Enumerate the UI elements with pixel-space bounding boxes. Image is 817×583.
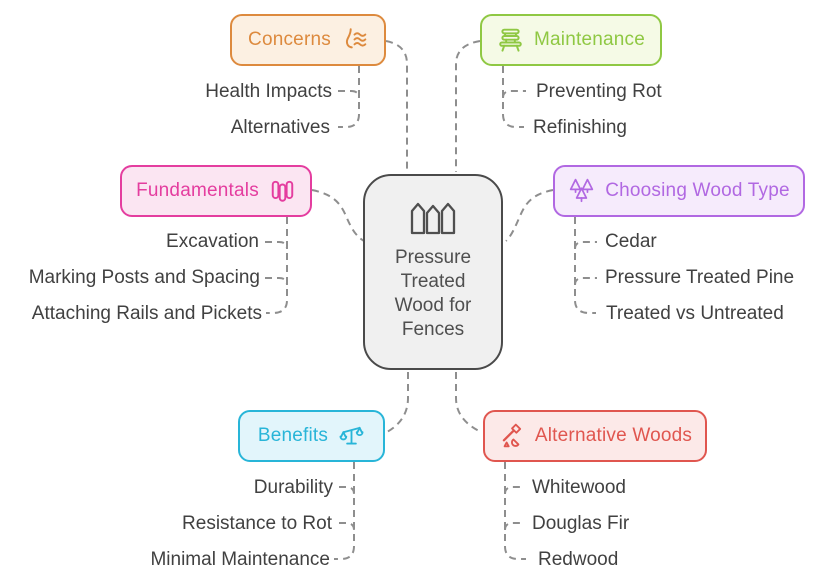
stub-whitewood (504, 486, 524, 495)
child-pressure-treated-pine[interactable]: Pressure Treated Pine (605, 267, 795, 288)
child-douglas-fir[interactable]: Douglas Fir (532, 513, 630, 534)
connector-center-altwoods (455, 372, 482, 433)
branch-label-fundamentals: Fundamentals (136, 180, 259, 201)
child-durability[interactable]: Durability (253, 477, 333, 498)
branch-label-maintenance: Maintenance (534, 29, 645, 50)
stub-durability (339, 486, 355, 495)
child-minimal-maintenance[interactable]: Minimal Maintenance (150, 549, 330, 570)
child-redwood[interactable]: Redwood (538, 549, 619, 570)
spine-altwoods (504, 462, 526, 560)
fence-icon (410, 202, 456, 235)
branch-node-choosing-wood-type[interactable]: Choosing Wood Type (553, 165, 805, 217)
stub-marking-posts (265, 277, 288, 286)
axe-icon (502, 423, 521, 448)
child-health-impacts[interactable]: Health Impacts (205, 81, 332, 102)
stub-douglas-fir (504, 522, 524, 531)
stub-resistance-rot (339, 522, 355, 531)
branch-node-alternative-woods[interactable]: Alternative Woods (483, 410, 707, 462)
child-marking-posts[interactable]: Marking Posts and Spacing (28, 267, 260, 288)
connector-concerns-center (385, 40, 408, 172)
connector-fundamentals-center (311, 189, 365, 242)
scale-icon (339, 426, 364, 445)
stub-pressure-treated-pine (574, 277, 597, 286)
branch-node-maintenance[interactable]: Maintenance (480, 14, 662, 66)
spine-benefits (334, 462, 355, 560)
bench-icon (499, 28, 522, 52)
branch-label-concerns: Concerns (248, 29, 331, 50)
stub-excavation (265, 241, 288, 250)
child-attaching-rails[interactable]: Attaching Rails and Pickets (31, 303, 262, 324)
child-refinishing[interactable]: Refinishing (533, 117, 627, 138)
center-node[interactable]: Pressure Treated Wood for Fences (363, 174, 503, 370)
connector-choosing-center (505, 189, 554, 242)
stub-preventing-rot (502, 90, 526, 99)
branch-node-concerns[interactable]: Concerns (230, 14, 386, 66)
child-whitewood[interactable]: Whitewood (532, 477, 626, 498)
spine-fundamentals (266, 217, 288, 314)
branch-label-choosing-wood-type: Choosing Wood Type (605, 180, 790, 201)
connector-maintenance-center (455, 40, 481, 172)
child-excavation[interactable]: Excavation (166, 231, 259, 252)
child-treated-vs-untreated[interactable]: Treated vs Untreated (606, 303, 784, 324)
branch-label-benefits: Benefits (257, 425, 329, 446)
spine-concerns (338, 66, 360, 128)
child-resistance-to-rot[interactable]: Resistance to Rot (182, 513, 332, 534)
stub-health-impacts (338, 90, 360, 99)
child-alternatives[interactable]: Alternatives (230, 117, 330, 138)
trees-icon (570, 178, 594, 203)
branch-node-fundamentals[interactable]: Fundamentals (120, 165, 312, 217)
stub-cedar (574, 241, 597, 250)
smell-icon (345, 28, 367, 49)
spine-maintenance (502, 66, 524, 128)
branch-label-alternative-woods: Alternative Woods (534, 425, 693, 446)
connector-center-benefits (386, 372, 409, 433)
child-cedar[interactable]: Cedar (605, 231, 657, 252)
fence-pickets-icon (271, 180, 294, 202)
center-node-label: Pressure Treated Wood for Fences (394, 247, 472, 340)
branch-node-benefits[interactable]: Benefits (238, 410, 385, 462)
child-preventing-rot[interactable]: Preventing Rot (536, 81, 662, 102)
spine-choosing (574, 217, 596, 314)
